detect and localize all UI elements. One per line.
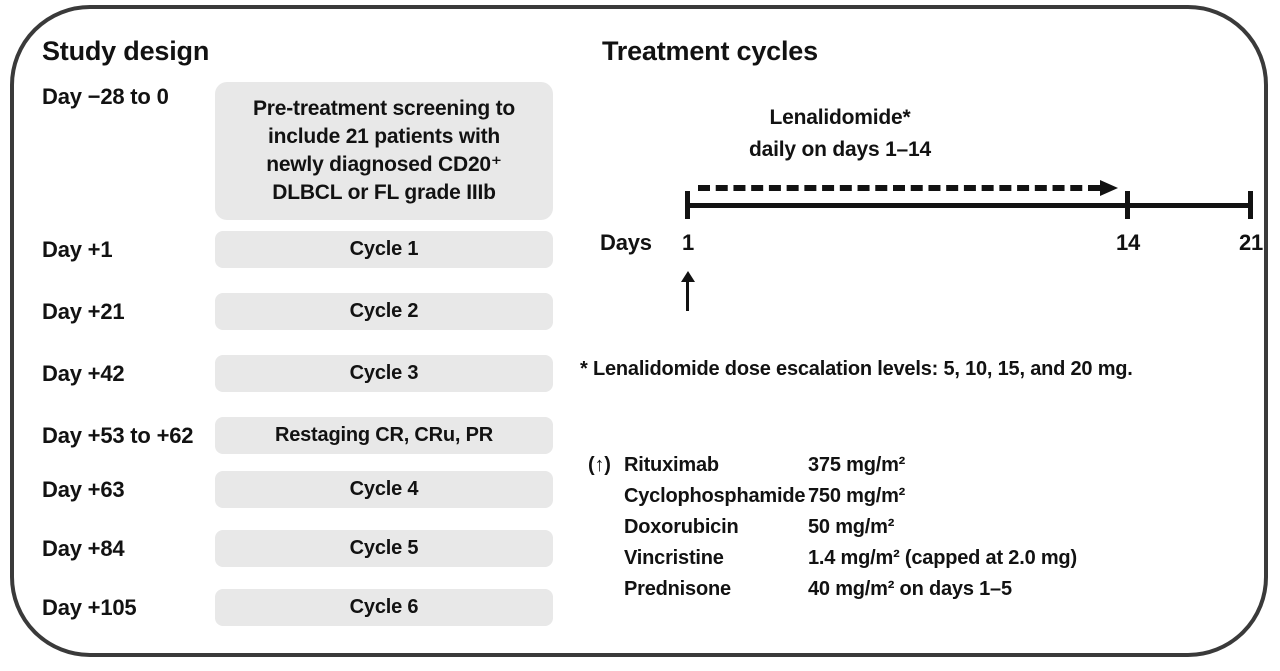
drug-prefix-spacer [588,574,624,605]
drug-name: Rituximab [624,454,719,476]
restaging-box: Restaging CR, CRu, PR [215,417,553,454]
timeline-tick-day1 [685,191,690,219]
timeline-label-day1: 1 [681,230,695,255]
drug-prefix-spacer [588,512,624,543]
chop-drug-list: (↑) Rituximab 375 mg/m² Cyclophosphamide… [588,450,1077,605]
timeline-label-day21: 21 [1238,230,1264,255]
timeline-tick-day14 [1125,191,1130,219]
day-label-cycle2: Day +21 [42,299,125,324]
lenalidomide-annotation: Lenalidomide* daily on days 1–14 [640,102,1040,166]
figure-border [10,5,1268,657]
chop-infusion-up-arrow-icon [681,271,695,282]
screening-box-line: Pre-treatment screening to [252,97,516,120]
dashed-arrowhead-icon [1100,180,1118,196]
screening-box-line: DLBCL or FL grade IIIb [272,181,496,204]
study-design-title: Study design [42,36,210,66]
drug-dose: 40 mg/m² on days 1–5 [808,578,1012,600]
day-label-restaging: Day +53 to +62 [42,423,194,448]
drug-dose: 750 mg/m² [808,485,906,507]
drug-prefix-spacer [588,543,624,574]
screening-box-line: newly diagnosed CD20⁺ [266,153,502,176]
days-axis-label: Days [600,230,652,255]
chop-infusion-up-arrow-shaft [686,281,689,311]
drug-dose: 1.4 mg/m² (capped at 2.0 mg) [808,547,1077,569]
cycle-3-box: Cycle 3 [215,355,553,392]
drug-row: Vincristine 1.4 mg/m² (capped at 2.0 mg) [588,543,1077,574]
drug-name: Doxorubicin [624,516,739,538]
drug-prefix-spacer [588,481,624,512]
drug-name: Prednisone [624,578,731,600]
day-label-cycle5: Day +84 [42,536,125,561]
cycle-5-box: Cycle 5 [215,530,553,567]
drug-row: Doxorubicin 50 mg/m² [588,512,1077,543]
lenalidomide-annotation-line: Lenalidomide* [769,106,911,129]
day-label-cycle4: Day +63 [42,477,125,502]
drug-dose: 50 mg/m² [808,516,895,538]
lenalidomide-dashed-arrow [698,185,1100,191]
treatment-cycles-title: Treatment cycles [602,36,818,66]
cycle-1-box: Cycle 1 [215,231,553,268]
day-label-screening: Day −28 to 0 [42,84,169,109]
cycle-4-box: Cycle 4 [215,471,553,508]
lenalidomide-footnote: * Lenalidomide dose escalation levels: 5… [580,358,1133,380]
drug-name: Vincristine [624,547,724,569]
lenalidomide-annotation-line: daily on days 1–14 [749,138,931,161]
screening-box: Pre-treatment screening to include 21 pa… [215,82,553,220]
drug-row: Prednisone 40 mg/m² on days 1–5 [588,574,1077,605]
day-label-cycle3: Day +42 [42,361,125,386]
timeline-tick-day21 [1248,191,1253,219]
drug-row: Cyclophosphamide 750 mg/m² [588,481,1077,512]
cycle-6-box: Cycle 6 [215,589,553,626]
timeline-axis [685,203,1251,208]
day-label-cycle1: Day +1 [42,237,113,262]
day-label-cycle6: Day +105 [42,595,137,620]
cycle-2-box: Cycle 2 [215,293,553,330]
screening-box-line: include 21 patients with [267,125,501,148]
up-arrow-prefix-icon: (↑) [588,454,611,476]
timeline-label-day14: 14 [1115,230,1141,255]
drug-dose: 375 mg/m² [808,454,906,476]
drug-name: Cyclophosphamide [624,485,806,507]
drug-row: (↑) Rituximab 375 mg/m² [588,450,1077,481]
